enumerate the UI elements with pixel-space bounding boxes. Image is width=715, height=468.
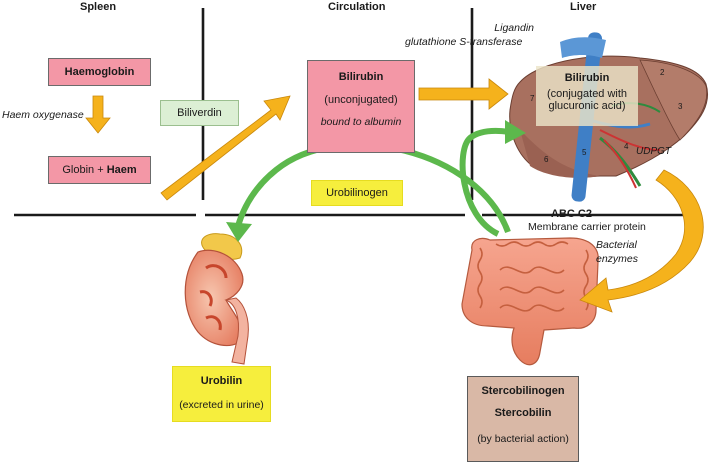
stercobilin-label: Stercobilin	[494, 407, 552, 419]
bilirubin-conjugated-box: Bilirubin (conjugated with glucuronic ac…	[536, 66, 638, 126]
arrow-haemoglobin-down	[85, 95, 111, 134]
conjugated-line1: (conjugated with	[546, 88, 628, 100]
udpgt-label: UDPGT	[636, 146, 671, 157]
globin-haem-box: Globin + Haem	[48, 156, 151, 184]
abc-c2-label: ABC C2	[551, 208, 592, 220]
arrow-head-to-liver	[505, 120, 526, 144]
stercobilin-box: Stercobilinogen Stercobilin (by bacteria…	[467, 376, 579, 462]
bacterial-label: Bacterial	[596, 239, 637, 251]
membrane-carrier-label: Membrane carrier protein	[528, 221, 646, 233]
liver-segment-6: 6	[544, 155, 549, 164]
liver-segment-2: 2	[660, 68, 665, 77]
haem-oxygenase-label: Haem oxygenase	[2, 109, 84, 121]
unconjugated-label: (unconjugated)	[324, 94, 398, 106]
ligandin-label: Ligandin	[494, 22, 534, 34]
globin-label: Globin +	[62, 164, 107, 176]
haemoglobin-box: Haemoglobin	[48, 58, 151, 86]
arrow-to-liver	[418, 78, 509, 110]
bound-to-albumin-label: bound to albumin	[320, 116, 402, 128]
conjugated-bilirubin-title: Bilirubin	[564, 72, 610, 84]
liver-segment-3: 3	[678, 102, 683, 111]
haem-label: Haem	[106, 164, 137, 176]
liver-segment-7: 7	[530, 94, 535, 103]
urobilin-box: Urobilin (excreted in urine)	[172, 366, 271, 422]
intestine-illustration	[461, 237, 599, 366]
stercobilinogen-label: Stercobilinogen	[481, 385, 565, 397]
urobilinogen-box: Urobilinogen	[311, 180, 403, 206]
header-circulation: Circulation	[328, 1, 386, 13]
liver-segment-5: 5	[582, 148, 587, 157]
arrow-head-to-kidney	[226, 222, 252, 242]
conjugated-line2: glucuronic acid)	[548, 100, 626, 112]
header-spleen: Spleen	[80, 1, 117, 13]
stercobilin-note: (by bacterial action)	[477, 433, 569, 445]
liver-segment-4: 4	[624, 142, 629, 151]
arrow-to-bilirubin	[160, 95, 291, 201]
bilirubin-unconjugated-box: Bilirubin (unconjugated) bound to albumi…	[307, 60, 415, 153]
glutathione-label: glutathione S-transferase	[405, 36, 523, 48]
bilirubin-title: Bilirubin	[338, 71, 384, 83]
urobilin-note: (excreted in urine)	[179, 399, 264, 411]
urobilin-title: Urobilin	[200, 375, 243, 387]
biliverdin-box: Biliverdin	[160, 100, 239, 126]
enzymes-label: enzymes	[596, 253, 639, 265]
header-liver: Liver	[570, 1, 597, 13]
kidney-illustration	[184, 233, 249, 365]
arrow-liver-to-intestine	[579, 169, 704, 313]
